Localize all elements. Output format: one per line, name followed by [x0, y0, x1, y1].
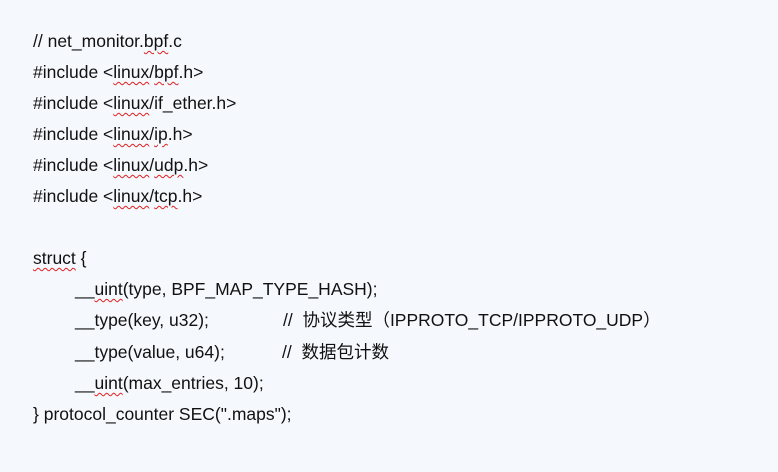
code-text: /	[149, 155, 155, 175]
misspelled-word: linux	[113, 93, 150, 113]
code-text: __	[75, 279, 95, 299]
code-line-value-type: __type(value, u64);	[75, 342, 225, 362]
code-text: /	[149, 62, 155, 82]
code-comment-protocol-type: // 协议类型（IPPROTO_TCP/IPPROTO_UDP）	[283, 310, 661, 330]
code-line-key-type: __type(key, u32);	[75, 310, 209, 330]
misspelled-word: uint	[94, 279, 123, 299]
misspelled-word: struct	[33, 248, 76, 268]
misspelled-word: ip	[154, 124, 168, 144]
code-line-struct-close: } protocol_counter SEC(".maps");	[33, 404, 292, 424]
code-comment-packet-count: // 数据包计数	[282, 342, 389, 362]
misspelled-word: linux	[113, 155, 150, 175]
code-text: __	[75, 373, 95, 393]
code-text: #include <	[33, 124, 114, 144]
code-text: (max_entries, 10);	[122, 373, 264, 393]
code-text: .h>	[183, 155, 209, 175]
code-line-map-type: __uint(type, BPF_MAP_TYPE_HASH);	[75, 279, 378, 299]
code-text: .h>	[178, 62, 204, 82]
code-text: #include <	[33, 62, 114, 82]
code-text: .c	[168, 31, 182, 51]
code-line-struct-open: struct {	[33, 248, 87, 268]
misspelled-word: tcp	[154, 186, 178, 206]
code-text: /	[149, 186, 155, 206]
code-line-include-ip: #include <linux/ip.h>	[33, 124, 193, 144]
misspelled-word: uint	[94, 373, 123, 393]
misspelled-word: bpf	[154, 62, 179, 82]
misspelled-word: linux	[113, 124, 150, 144]
code-text: // net_monitor.	[33, 31, 144, 51]
code-line-include-bpf: #include <linux/bpf.h>	[33, 62, 203, 82]
code-text: __type(key, u32);	[75, 310, 209, 330]
code-line-include-if-ether: #include <linux/if_ether.h>	[33, 93, 236, 113]
code-text: .h>	[167, 124, 193, 144]
misspelled-word: linux	[113, 186, 150, 206]
code-text: .h>	[177, 186, 203, 206]
code-line-max-entries: __uint(max_entries, 10);	[75, 373, 264, 393]
code-line-filename-comment: // net_monitor.bpf.c	[33, 31, 182, 51]
code-text: #include <	[33, 93, 114, 113]
code-text: __type(value, u64);	[75, 342, 225, 362]
misspelled-word: udp	[154, 155, 184, 175]
code-text: #include <	[33, 155, 114, 175]
code-text: #include <	[33, 186, 114, 206]
code-line-include-tcp: #include <linux/tcp.h>	[33, 186, 202, 206]
misspelled-word: linux	[113, 62, 150, 82]
code-text: {	[75, 248, 87, 268]
misspelled-word: bpf	[143, 31, 169, 51]
code-text: /	[149, 124, 155, 144]
code-line-include-udp: #include <linux/udp.h>	[33, 155, 208, 175]
code-text: /if_ether.h>	[149, 93, 237, 113]
code-text: (type, BPF_MAP_TYPE_HASH);	[122, 279, 378, 299]
